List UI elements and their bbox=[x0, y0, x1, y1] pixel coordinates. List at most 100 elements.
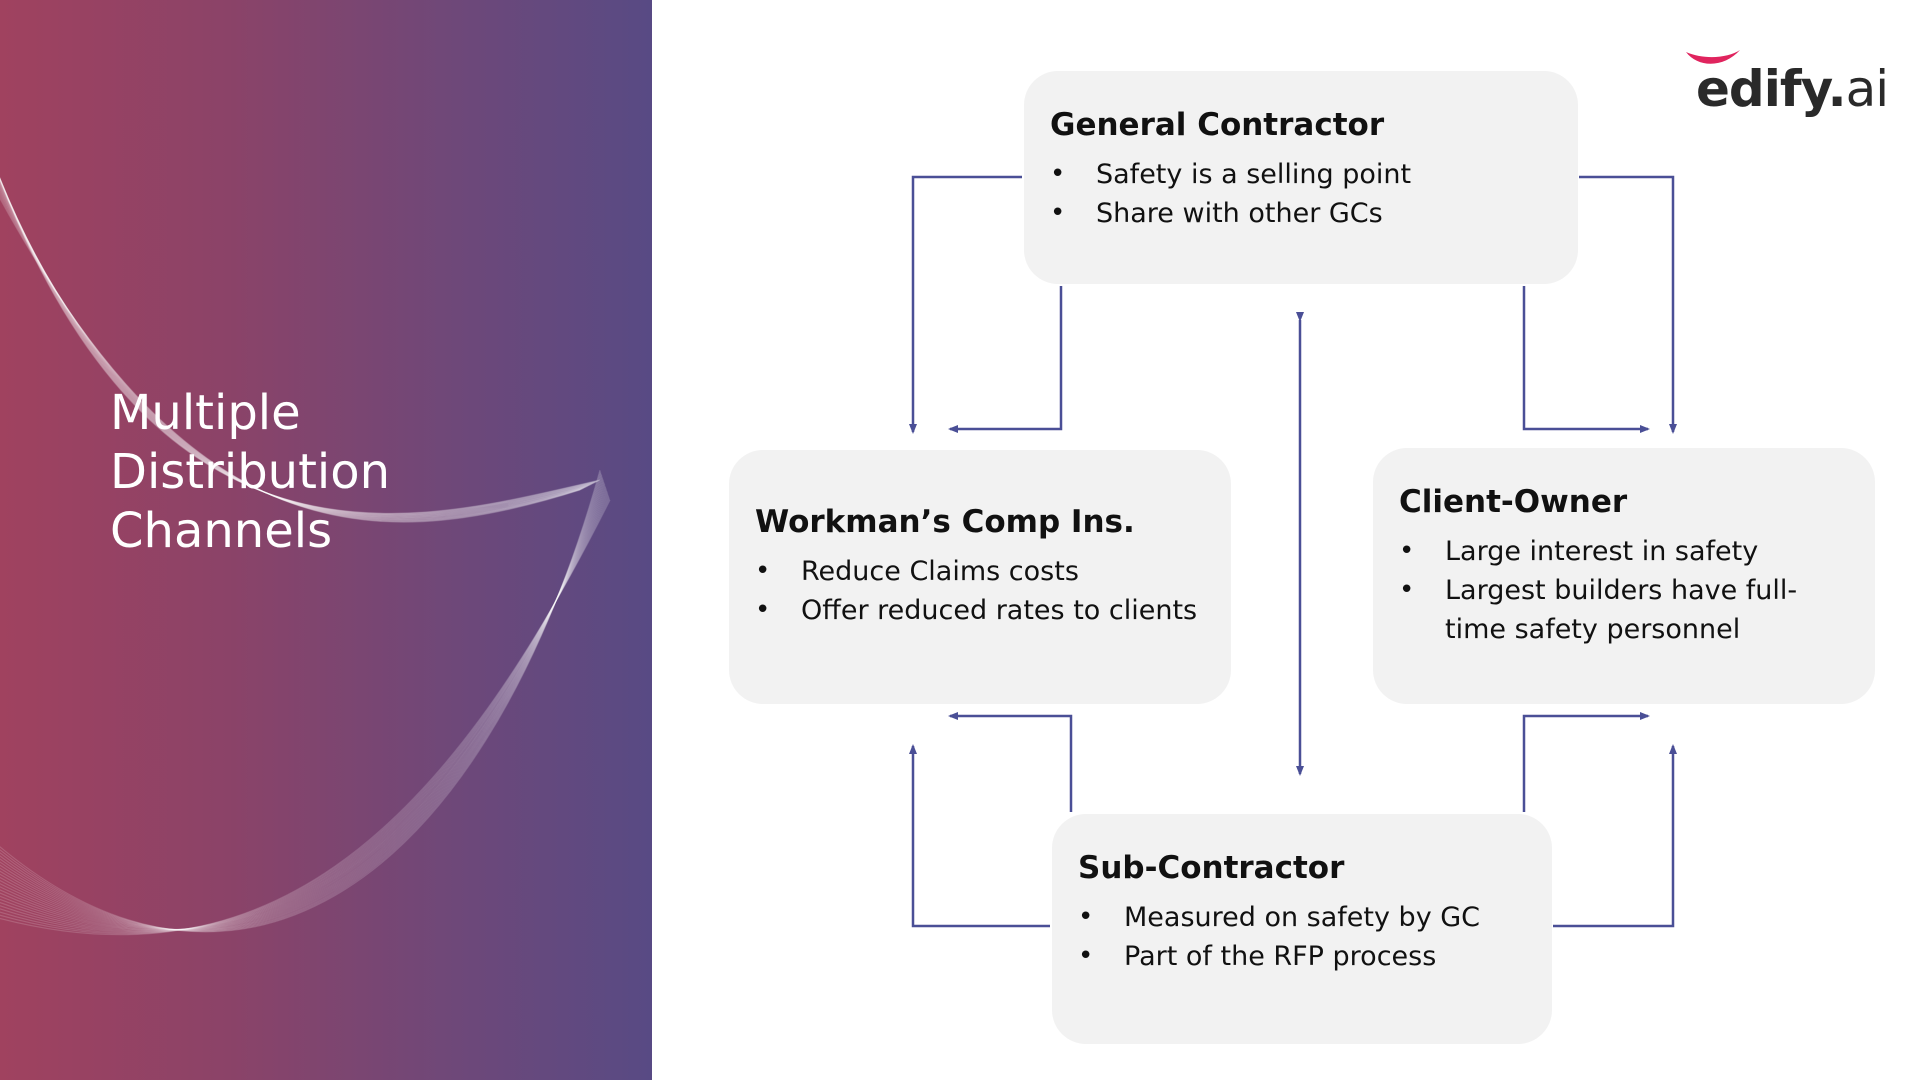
list-item: • Largest builders have full-time safety … bbox=[1399, 571, 1849, 649]
list-item: •Measured on safety by GC bbox=[1078, 898, 1526, 937]
bullet-icon: • bbox=[1078, 902, 1094, 932]
bullet-icon: • bbox=[1399, 575, 1415, 605]
logo-text-main: edify. bbox=[1696, 60, 1847, 118]
wave-line bbox=[0, 176, 597, 516]
list-item-text: Largest builders have full-time safety p… bbox=[1445, 575, 1798, 645]
bullet-icon: • bbox=[755, 595, 771, 625]
box-title: Sub-Contractor bbox=[1078, 850, 1345, 886]
wave-line bbox=[0, 495, 610, 933]
wave-line bbox=[0, 491, 608, 932]
arrow-gc-to-client-owner-inner bbox=[1522, 286, 1650, 433]
list-item: • Share with other GCs bbox=[1050, 194, 1552, 233]
wave-line bbox=[0, 177, 601, 514]
box-title: Workman’s Comp Ins. bbox=[755, 504, 1135, 540]
wave-line bbox=[0, 498, 611, 935]
title-panel: Multiple Distribution Channels bbox=[0, 0, 652, 1080]
wave-line bbox=[0, 181, 589, 519]
wave-line bbox=[0, 484, 606, 930]
slide-title-line: Distribution bbox=[110, 444, 391, 500]
bullet-icon: • bbox=[755, 556, 771, 586]
wave-line bbox=[0, 473, 602, 932]
wave-line bbox=[0, 177, 593, 517]
slide-title: Multiple Distribution Channels bbox=[110, 384, 610, 561]
bullet-icon: • bbox=[1078, 941, 1094, 971]
general-contractor-box: General Contractor • Safety is a selling … bbox=[1024, 71, 1578, 284]
workmans-comp-box: Workman’s Comp Ins. • Reduce Claims costs… bbox=[729, 450, 1231, 704]
wave-line bbox=[0, 178, 592, 518]
wave-line bbox=[0, 472, 602, 932]
wave-line bbox=[0, 477, 604, 931]
wave-line bbox=[0, 182, 588, 520]
bullet-list: • Safety is a selling point • Share with o… bbox=[1050, 155, 1552, 233]
wave-lines-decoration bbox=[0, 176, 611, 936]
edify-logo: edify.ai bbox=[1684, 46, 1889, 126]
sub-contractor-box: Sub-Contractor •Measured on safety by GC… bbox=[1052, 814, 1552, 1044]
wave-line bbox=[0, 475, 603, 932]
arrow-gc-to-client-owner-outer bbox=[1579, 175, 1677, 434]
wave-line bbox=[0, 179, 591, 518]
bullet-icon: • bbox=[1050, 159, 1066, 189]
logo-text-ai: ai bbox=[1845, 60, 1890, 118]
wave-line bbox=[0, 177, 593, 518]
list-item: • Part of the RFP process bbox=[1078, 937, 1526, 976]
wave-line bbox=[0, 469, 601, 933]
wave-line bbox=[0, 177, 594, 517]
bullet-list: • Large interest in safety • Largest build… bbox=[1399, 532, 1849, 649]
client-owner-box: Client-Owner • Large interest in safety •… bbox=[1373, 448, 1875, 704]
slide-title-line: Multiple bbox=[110, 385, 301, 441]
wave-line bbox=[0, 471, 602, 932]
wave-line bbox=[0, 485, 606, 931]
list-item: • Offer reduced rates to clients bbox=[755, 591, 1205, 630]
wave-line bbox=[0, 180, 589, 519]
wave-line bbox=[0, 184, 587, 520]
wave-line bbox=[0, 179, 590, 519]
wave-line bbox=[0, 494, 609, 933]
list-item: • Safety is a selling point bbox=[1050, 155, 1552, 194]
list-item-text: Part of the RFP process bbox=[1124, 941, 1437, 972]
arrow-sub-to-workmans-comp-outer bbox=[909, 744, 1050, 928]
arrow-sub-to-client-owner-outer bbox=[1553, 744, 1677, 928]
list-item-text: Reduce Claims costs bbox=[801, 556, 1079, 587]
list-item-text: Safety is a selling point bbox=[1096, 159, 1412, 190]
bullet-icon: • bbox=[1399, 536, 1415, 566]
wave-line bbox=[0, 476, 603, 931]
wave-line bbox=[0, 176, 599, 515]
arrow-gc-to-workmans-comp-inner bbox=[948, 286, 1063, 433]
wave-line bbox=[0, 197, 581, 523]
wave-line bbox=[0, 193, 582, 522]
wave-line bbox=[0, 188, 585, 521]
wave-line bbox=[0, 480, 605, 931]
wave-line bbox=[0, 478, 604, 931]
wave-line bbox=[0, 177, 596, 516]
box-title: General Contractor bbox=[1050, 107, 1385, 143]
bullet-list: •Measured on safety by GC • Part of the R… bbox=[1078, 898, 1526, 976]
list-item: • Reduce Claims costs bbox=[755, 552, 1205, 591]
wave-line bbox=[0, 493, 609, 932]
wave-line bbox=[0, 189, 584, 522]
bullet-icon: • bbox=[1050, 198, 1066, 228]
wave-line bbox=[0, 489, 608, 931]
logo-swoosh-icon bbox=[1686, 50, 1740, 64]
box-title: Client-Owner bbox=[1399, 484, 1628, 520]
arrow-gc-to-workmans-comp-outer bbox=[909, 175, 1022, 434]
logo-text: edify.ai bbox=[1696, 60, 1890, 118]
list-item-text: Offer reduced rates to clients bbox=[801, 595, 1198, 626]
arrow-sub-to-client-owner-inner bbox=[1522, 712, 1650, 812]
wave-line bbox=[0, 497, 610, 934]
arrow-sub-to-workmans-comp-inner bbox=[948, 712, 1073, 812]
wave-line bbox=[0, 176, 597, 516]
wave-line bbox=[0, 186, 585, 521]
list-item-text: Large interest in safety bbox=[1445, 536, 1759, 567]
wave-line bbox=[0, 185, 586, 520]
wave-line bbox=[0, 177, 600, 515]
wave-line bbox=[0, 499, 611, 936]
bullet-list: • Reduce Claims costs • Offer reduced rate… bbox=[755, 552, 1205, 630]
wave-line bbox=[0, 482, 605, 931]
list-item-text: Share with other GCs bbox=[1096, 198, 1383, 229]
wave-line bbox=[0, 486, 607, 931]
wave-line bbox=[0, 490, 608, 931]
wave-line bbox=[0, 488, 607, 931]
wave-line bbox=[0, 191, 583, 522]
